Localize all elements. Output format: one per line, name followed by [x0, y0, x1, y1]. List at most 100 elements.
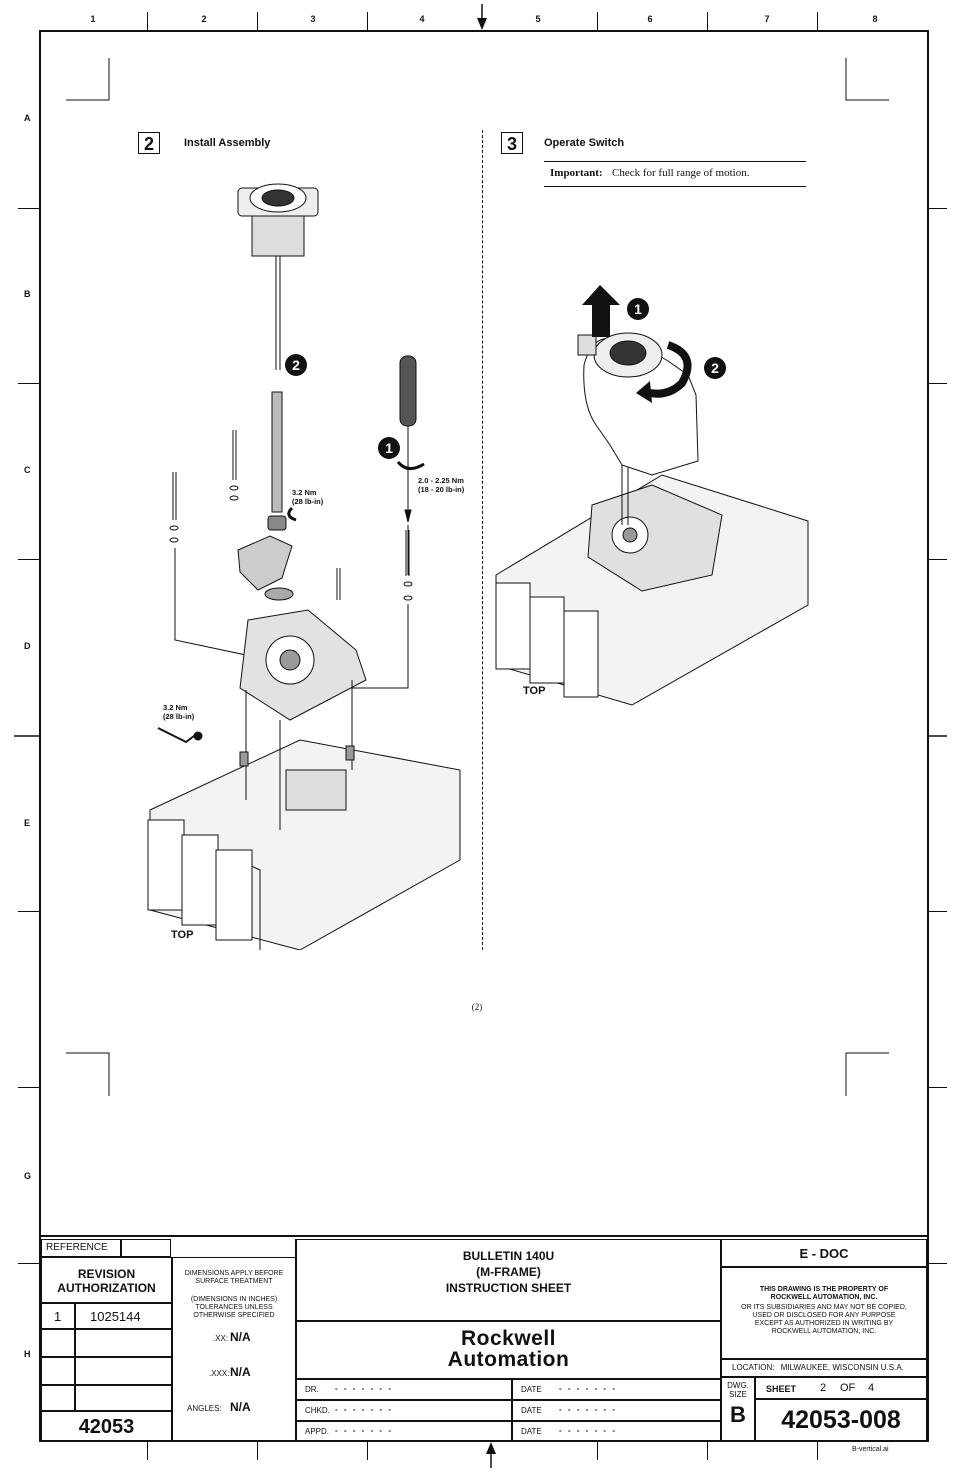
zone-col-7: 7: [764, 14, 770, 24]
brand-line-2: Automation: [447, 1348, 570, 1371]
angles-label: ANGLES:: [187, 1404, 222, 1413]
zone-tick: [929, 383, 947, 384]
tolerances-header: [172, 1239, 296, 1257]
step-3-top-label: TOP: [523, 685, 546, 697]
zone-tick: [929, 911, 947, 912]
revision-row-empty: [75, 1385, 172, 1411]
install-assembly-illustration: [147, 183, 461, 950]
step-3-title: Operate Switch: [544, 137, 625, 149]
zone-tick: [18, 1087, 39, 1088]
zone-tick: [257, 1442, 258, 1460]
appd-label: APPD.: [305, 1427, 330, 1436]
zone-col-3: 3: [310, 14, 316, 24]
center-arrow-top: [477, 4, 487, 30]
of-value: 4: [868, 1382, 875, 1394]
chkd-label: CHKD.: [305, 1406, 330, 1415]
svg-text:2: 2: [711, 360, 719, 376]
dimensions-note-1: DIMENSIONS APPLY BEFORE SURFACE TREATMEN…: [184, 1270, 284, 1285]
angles-value: N/A: [230, 1400, 251, 1414]
brand-logo: Rockwell Automation: [296, 1321, 721, 1379]
drawing-number: 42053-008: [755, 1399, 927, 1442]
chkd-date-label: DATE: [521, 1406, 542, 1415]
zone-tick: [597, 12, 598, 30]
revision-row-empty: [41, 1329, 75, 1357]
svg-text:1: 1: [634, 301, 642, 317]
dr-row: DR. - - - - - - -: [296, 1379, 512, 1400]
zone-row-d: D: [24, 641, 31, 651]
brand-line-1: Rockwell: [460, 1327, 557, 1350]
appd-date-row: DATE - - - - - - -: [512, 1421, 721, 1442]
zone-tick: [929, 1263, 947, 1264]
revision-row-empty: [41, 1385, 75, 1411]
tolerances-cell: DIMENSIONS APPLY BEFORE SURFACE TREATMEN…: [172, 1257, 296, 1442]
revision-authorization: REVISION AUTHORIZATION: [41, 1257, 172, 1303]
zone-tick: [817, 12, 818, 30]
zone-tick: [18, 383, 39, 384]
step-2-callout-1: 1: [378, 437, 400, 459]
zone-col-2: 2: [201, 14, 207, 24]
zone-col-5: 5: [535, 14, 541, 24]
property-notice: THIS DRAWING IS THE PROPERTY OF ROCKWELL…: [721, 1267, 927, 1359]
step-2-callout-2: 2: [285, 354, 307, 376]
zone-tick: [929, 559, 947, 560]
zone-row-g: G: [24, 1171, 32, 1181]
property-note-1: THIS DRAWING IS THE PROPERTY OF ROCKWELL…: [759, 1286, 889, 1301]
zone-tick: [929, 208, 947, 209]
appd-date-value: - - - - - - -: [559, 1426, 617, 1435]
svg-text:2: 2: [292, 357, 300, 373]
important-note: Important: Check for full range of motio…: [544, 161, 806, 187]
chkd-date-value: - - - - - - -: [559, 1405, 617, 1414]
zone-col-8: 8: [872, 14, 878, 24]
dr-date-label: DATE: [521, 1385, 542, 1394]
step-2-number: 2: [138, 132, 160, 154]
dr-value: - - - - - - -: [335, 1384, 393, 1393]
location-value: MILWAUKEE, WISCONSIN U.S.A.: [780, 1363, 904, 1372]
dr-label: DR.: [305, 1385, 319, 1394]
crop-mark-bottom-right: [845, 1052, 889, 1096]
dimensions-note-2: (DIMENSIONS IN INCHES) TOLERANCES UNLESS…: [190, 1296, 278, 1319]
center-arrow-bottom: [486, 1442, 496, 1468]
zone-tick: [18, 1263, 39, 1264]
sheet-value: 2: [820, 1382, 827, 1394]
zone-tick: [18, 559, 39, 560]
chkd-value: - - - - - - -: [335, 1405, 393, 1414]
zone-tick: [929, 1087, 947, 1088]
zone-tick: [257, 12, 258, 30]
dr-date-row: DATE - - - - - - -: [512, 1379, 721, 1400]
file-note: B-vertical.ai: [852, 1446, 889, 1453]
step-3-callout-1: 1: [627, 298, 649, 320]
zone-col-6: 6: [647, 14, 653, 24]
revision-value: 1025144: [75, 1303, 172, 1329]
sheet-row: SHEET 2 OF 4: [755, 1377, 927, 1399]
zone-tick: [367, 12, 368, 30]
location-row: LOCATION: MILWAUKEE, WISCONSIN U.S.A.: [721, 1359, 927, 1377]
revision-row-empty: [41, 1357, 75, 1385]
dr-date-value: - - - - - - -: [559, 1384, 617, 1393]
revision-number: 1: [41, 1303, 75, 1329]
svg-text:1: 1: [385, 440, 393, 456]
center-arrow-right: [929, 735, 947, 737]
sheet-label: SHEET: [766, 1384, 797, 1394]
edoc-label: E - DOC: [721, 1239, 927, 1267]
xxx-label: .XXX:: [209, 1369, 230, 1378]
center-arrow-left: [14, 735, 40, 737]
location-label: LOCATION:: [732, 1363, 775, 1372]
zone-col-1: 1: [90, 14, 96, 24]
step-2-top-label: TOP: [171, 929, 194, 941]
appd-row: APPD. - - - - - - -: [296, 1421, 512, 1442]
reference-label: REFERENCE: [41, 1239, 121, 1257]
zone-tick: [707, 1442, 708, 1460]
zone-row-b: B: [24, 289, 31, 299]
zone-tick: [817, 1442, 818, 1460]
step-3-callout-2: 2: [704, 357, 726, 379]
drawing-base-number: 42053: [41, 1411, 172, 1442]
property-note-2: OR ITS SUBSIDIARIES AND MAY NOT BE COPIE…: [741, 1304, 907, 1335]
zone-col-4: 4: [419, 14, 425, 24]
important-text: Check for full range of motion.: [612, 167, 750, 179]
revision-row-empty: [75, 1329, 172, 1357]
chkd-row: CHKD. - - - - - - -: [296, 1400, 512, 1421]
zone-tick: [18, 208, 39, 209]
crop-mark-bottom-left: [66, 1052, 110, 1096]
page-number: (2): [471, 1002, 483, 1012]
zone-row-c: C: [24, 465, 31, 475]
